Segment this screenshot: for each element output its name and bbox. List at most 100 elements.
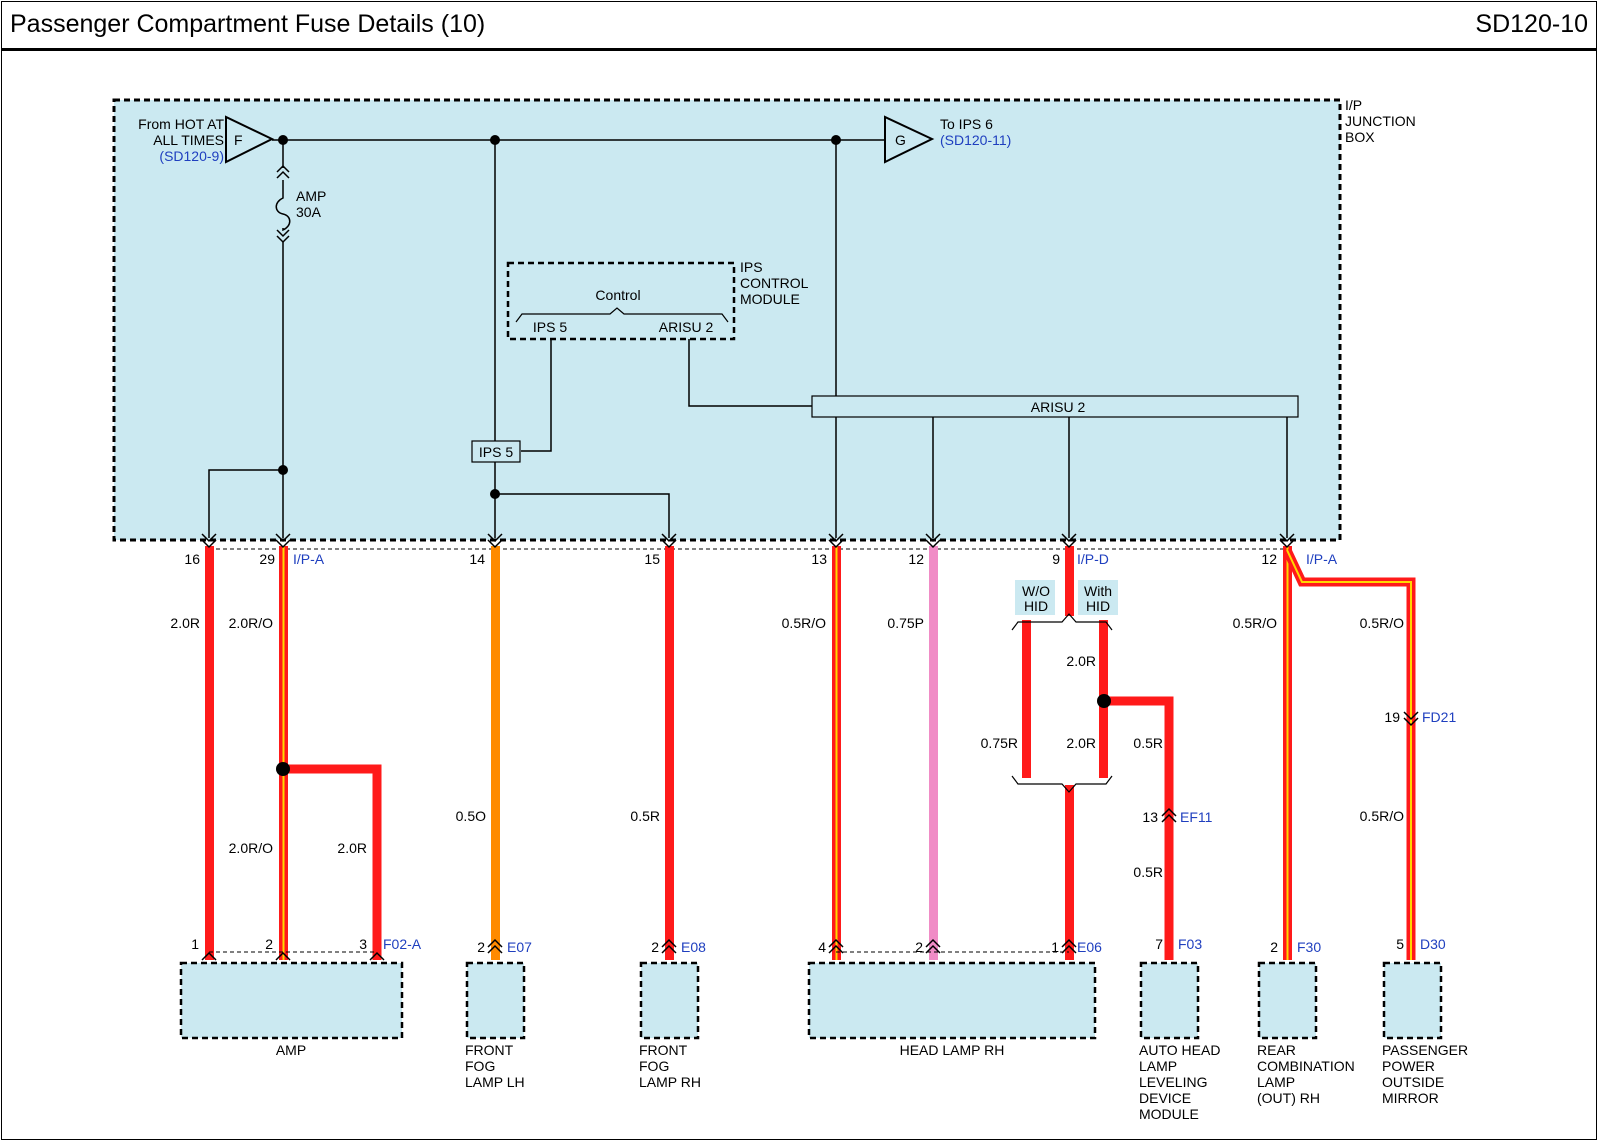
wire-label-with2: 2.0R xyxy=(1066,735,1096,751)
wire-label-mir2: 0.5R/O xyxy=(1360,808,1404,824)
ips-module-brace xyxy=(515,307,729,323)
pin-9: 9 xyxy=(1052,551,1060,567)
label-mirror-3: OUTSIDE xyxy=(1382,1074,1444,1090)
label-leveling-2: LAMP xyxy=(1139,1058,1177,1074)
amp-pin3: 3 xyxy=(359,936,367,952)
fog-rh-pin: 2 xyxy=(651,939,659,955)
ip-terminals xyxy=(201,533,1295,549)
ips-module-label-1: IPS xyxy=(740,259,763,275)
wire-label-wo: 0.75R xyxy=(981,735,1018,751)
output-g-triangle xyxy=(884,115,935,164)
conn-f02a[interactable]: F02-A xyxy=(383,936,422,952)
fog-lh-pin: 2 xyxy=(477,939,485,955)
wire-16 xyxy=(205,546,214,960)
pin-16: 16 xyxy=(184,551,200,567)
with-hid-2: HID xyxy=(1086,598,1110,614)
wire-label-mir: 0.5R/O xyxy=(1360,615,1404,631)
label-fog-lh-3: LAMP LH xyxy=(465,1074,525,1090)
wire-label-amp3: 2.0R xyxy=(337,840,367,856)
conn-ipd[interactable]: I/P-D xyxy=(1077,551,1109,567)
fuse-clip-top xyxy=(276,164,290,179)
label-head-lamp: HEAD LAMP RH xyxy=(900,1042,1005,1058)
pin-29: 29 xyxy=(259,551,275,567)
fd21-pin: 19 xyxy=(1384,709,1400,725)
label-leveling-5: MODULE xyxy=(1139,1106,1199,1122)
wire-leveling xyxy=(1104,696,1174,960)
header-rule xyxy=(1,48,1597,51)
conn-e07[interactable]: E07 xyxy=(507,939,532,955)
wire-amp3 xyxy=(283,764,382,960)
label-fog-rh-3: LAMP RH xyxy=(639,1074,701,1090)
with-hid-bg xyxy=(1078,580,1118,615)
wire-9-top xyxy=(1065,546,1074,616)
wire-label-16: 2.0R xyxy=(170,615,200,631)
wire-29-stripe xyxy=(282,546,285,960)
with-hid-1: With xyxy=(1084,583,1112,599)
junction-box-label-3: BOX xyxy=(1345,129,1375,145)
wo-hid-2: HID xyxy=(1024,598,1048,614)
hl-pin1: 1 xyxy=(1051,939,1059,955)
wire-mirror-stripe xyxy=(1286,549,1412,960)
page-code: SD120-10 xyxy=(1475,10,1588,38)
wire-label-lev2: 0.5R xyxy=(1133,864,1163,880)
input-f-triangle xyxy=(225,115,275,164)
wo-hid-1: W/O xyxy=(1022,583,1050,599)
ips5-box-label: IPS 5 xyxy=(479,444,513,460)
output-g-ref[interactable]: (SD120-11) xyxy=(940,132,1011,148)
ips5-box xyxy=(471,440,521,463)
component-fog-rh xyxy=(639,961,700,1040)
ips-control-module xyxy=(506,261,736,341)
wire-wo-hid xyxy=(1022,620,1031,778)
label-rear-3: LAMP xyxy=(1257,1074,1295,1090)
wire-12 xyxy=(929,546,938,960)
pin-13: 13 xyxy=(811,551,827,567)
label-mirror-2: POWER xyxy=(1382,1058,1435,1074)
pin-14: 14 xyxy=(469,551,485,567)
output-g-letter: G xyxy=(895,132,906,148)
output-g-line: To IPS 6 xyxy=(940,116,993,132)
label-leveling-1: AUTO HEAD xyxy=(1139,1042,1220,1058)
conn-ef11[interactable]: EF11 xyxy=(1180,809,1213,825)
ips-module-control: Control xyxy=(595,287,640,303)
ips-module-label-3: MODULE xyxy=(740,291,800,307)
pin-12: 12 xyxy=(908,551,924,567)
wire-mirror xyxy=(1282,548,1416,960)
conn-f03[interactable]: F03 xyxy=(1178,936,1202,952)
label-amp: AMP xyxy=(276,1042,306,1058)
wire-9-bottom xyxy=(1065,785,1074,960)
wire-14 xyxy=(491,546,500,960)
label-mirror-1: PASSENGER xyxy=(1382,1042,1468,1058)
conn-ipa2[interactable]: I/P-A xyxy=(1306,551,1338,567)
splice-leveling xyxy=(1097,694,1111,708)
f30-pin: 2 xyxy=(1270,939,1278,955)
ips5-control-line xyxy=(521,339,552,452)
arisu-bus-label: ARISU 2 xyxy=(1031,399,1086,415)
component-mirror xyxy=(1382,961,1443,1040)
wire-label-29b: 2.0R/O xyxy=(229,840,273,856)
wire-label-13: 0.5R/O xyxy=(782,615,826,631)
junction-box-label-1: I/P xyxy=(1345,97,1362,113)
page-title: Passenger Compartment Fuse Details (10) xyxy=(10,10,486,38)
component-amp xyxy=(179,961,404,1040)
conn-e08[interactable]: E08 xyxy=(681,939,706,955)
wire-13-stripe xyxy=(835,546,838,960)
f03-pin: 7 xyxy=(1155,936,1163,952)
amp-branch-16 xyxy=(208,469,283,538)
conn-e06[interactable]: E06 xyxy=(1077,939,1102,955)
fuse-name: AMP xyxy=(296,188,326,204)
arisu-control-line xyxy=(688,339,812,407)
bottom-terminals xyxy=(201,938,1077,961)
brace-top xyxy=(1011,613,1113,631)
conn-f30[interactable]: F30 xyxy=(1297,939,1321,955)
wire-15 xyxy=(665,546,674,960)
conn-d30[interactable]: D30 xyxy=(1420,936,1446,952)
ef11-pin: 13 xyxy=(1142,809,1158,825)
ips5-branch-15 xyxy=(495,493,670,538)
input-f-ref[interactable]: (SD120-9) xyxy=(159,148,224,164)
conn-fd21[interactable]: FD21 xyxy=(1422,709,1456,725)
input-f-line1: From HOT AT xyxy=(138,116,224,132)
conn-ipa[interactable]: I/P-A xyxy=(293,551,325,567)
amp-pin1: 1 xyxy=(191,936,199,952)
